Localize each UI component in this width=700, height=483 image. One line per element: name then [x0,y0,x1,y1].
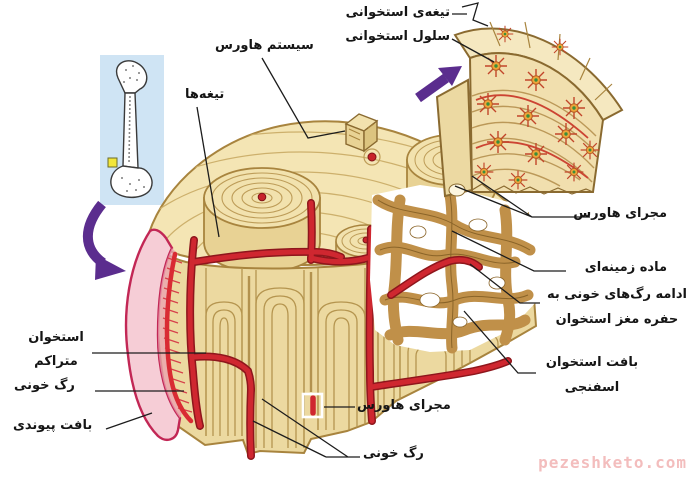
spongy-bone [370,185,540,354]
leader-lines [92,2,590,458]
vessel-dot [367,152,377,162]
label-compact-bone-line1: استخوان [28,330,84,345]
label-haversian-system: سیستم هاورس [215,38,314,53]
block-haversian-canal [448,183,466,197]
femur-stipple [121,65,145,192]
label-spongy-bone: بافت استخوان اسفنجی [542,350,642,400]
label-blood-vessel-bottom: رگ خونی [363,446,424,461]
label-spongy-bone-line1: بافت استخوان [545,355,639,370]
magnify-arrow-left [83,200,126,280]
magnify-arrow-right [415,66,462,103]
label-bone-cell: سلول استخوانی [345,29,450,44]
label-vessels-to-marrow: ادامه رگ‌های خونی به حفره مغز استخوان [542,282,692,332]
label-haversian-canal-right: مجرای هاورس [573,206,667,221]
label-haversian-canal-bottom: مجرای هاورس [357,398,451,413]
marrow-vessel [388,257,482,298]
label-compact-bone: استخوان متراکم [20,326,92,374]
label-vessels-to-marrow-line2: حفره مغز استخوان [555,312,679,327]
periosteal-vessel [164,251,194,424]
sample-site-marker [107,157,118,168]
canal-ring [363,148,381,166]
haversian-canal-box [301,392,324,419]
periosteum [124,228,194,442]
label-blood-vessel-left: رگ خونی [14,378,75,393]
label-ground-matrix: ماده زمینه‌ای [584,260,667,275]
femur-inset-panel [100,55,164,205]
label-spongy-bone-line2: اسفنجی [564,380,620,395]
label-connective-tissue: بافت پیوندی [13,418,93,433]
excised-cube [344,113,379,153]
label-lamellae: تیغه‌ها [185,87,225,102]
watermark: pezeshketo.com [538,453,687,472]
enlarged-lamellae-block [435,21,624,198]
label-bone-lamella: تیغه‌ی استخوانی [345,5,450,20]
label-compact-bone-line2: متراکم [34,354,78,369]
label-vessels-to-marrow-line1: ادامه رگ‌های خونی به [546,287,688,302]
femur-bone [110,60,153,199]
blood-vessels [186,199,512,460]
femur-marrow-line [128,95,131,165]
